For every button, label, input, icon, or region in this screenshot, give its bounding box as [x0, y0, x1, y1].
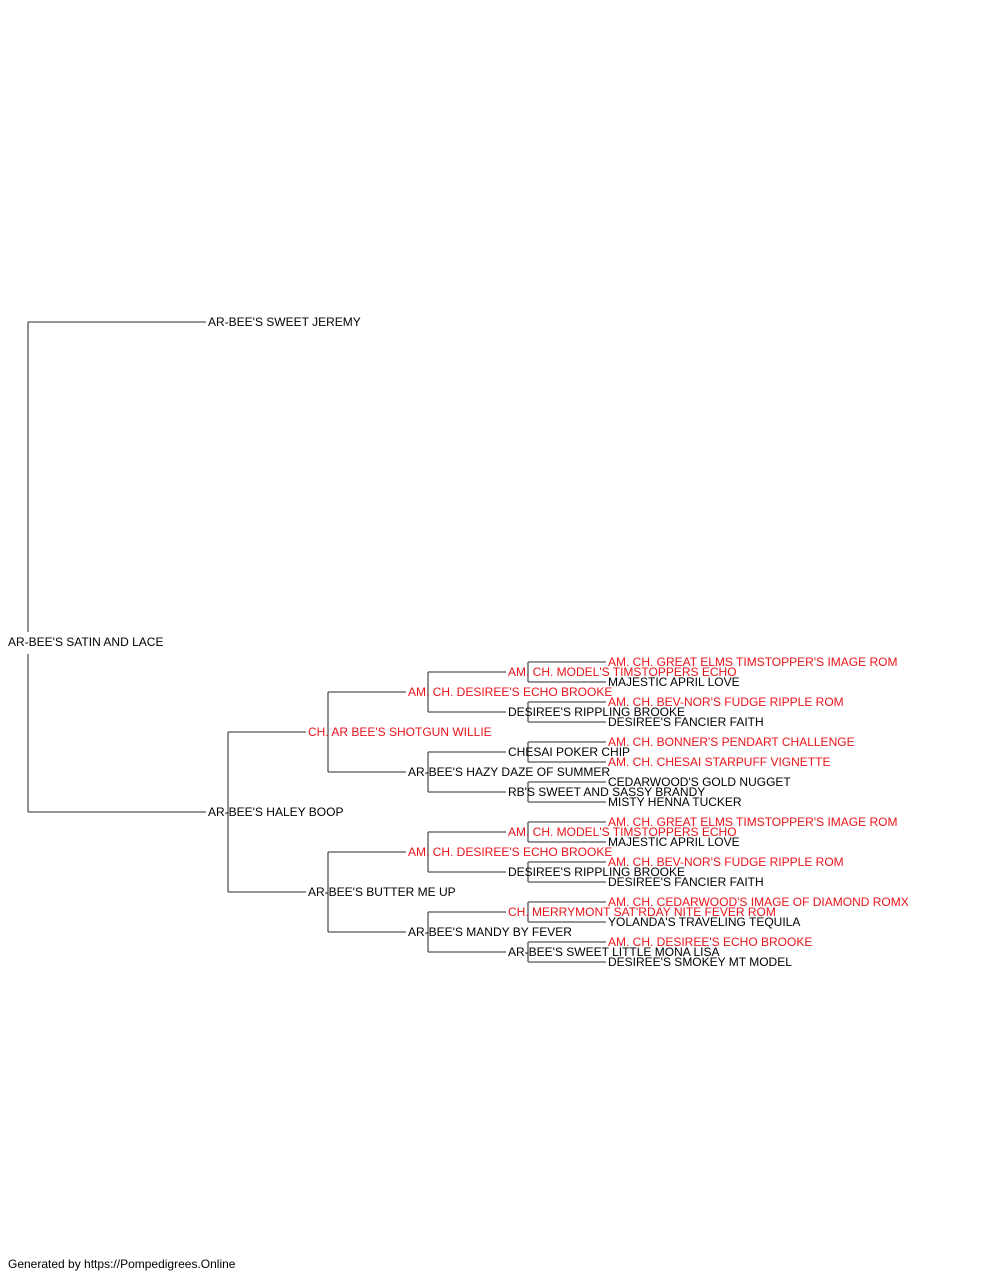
dam-dam-sire-sire-dam-label: MAJESTIC APRIL LOVE: [608, 835, 740, 849]
dam-dam-dam-sire-dam-label: YOLANDA'S TRAVELING TEQUILA: [608, 915, 800, 929]
dam-dam-dam-dam-label: AR-BEE'S SWEET LITTLE MONA LISA: [508, 945, 719, 959]
dam-sire-sire-label: AM. CH. DESIREE'S ECHO BROOKE: [408, 685, 612, 699]
dam-sire-dam-label: AR-BEE'S HAZY DAZE OF SUMMER: [408, 765, 610, 779]
dam-sire-sire-sire-sire-label: AM. CH. GREAT ELMS TIMSTOPPER'S IMAGE RO…: [608, 655, 897, 669]
dam-sire-dam-dam-label: RB'S SWEET AND SASSY BRANDY: [508, 785, 705, 799]
dam-dam-sire-sire-sire-label: AM. CH. GREAT ELMS TIMSTOPPER'S IMAGE RO…: [608, 815, 897, 829]
dam-dam-sire-dam-label: DESIREE'S RIPPLING BROOKE: [508, 865, 685, 879]
pedigree-name-labels: AM. CH. GREAT ELMS TIMSTOPPER'S IMAGE RO…: [8, 315, 909, 969]
pedigree-connector-lines: [27, 321, 606, 963]
dam-sire-dam-dam-sire-label: CEDARWOOD'S GOLD NUGGET: [608, 775, 791, 789]
subject-label: AR-BEE'S SATIN AND LACE: [8, 635, 163, 649]
dam-sire-sire-sire-dam-label: MAJESTIC APRIL LOVE: [608, 675, 740, 689]
dam-dam-dam-label: AR-BEE'S MANDY BY FEVER: [408, 925, 572, 939]
dam-dam-dam-dam-dam-label: DESIREE'S SMOKEY MT MODEL: [608, 955, 792, 969]
dam-dam-label: AR-BEE'S BUTTER ME UP: [308, 885, 456, 899]
dam-label: AR-BEE'S HALEY BOOP: [208, 805, 343, 819]
generated-by-footer: Generated by https://Pompedigrees.Online: [8, 1257, 236, 1271]
dam-sire-sire-sire-label: AM. CH. MODEL'S TIMSTOPPERS ECHO: [508, 665, 737, 679]
dam-dam-sire-dam-dam-label: DESIREE'S FANCIER FAITH: [608, 875, 764, 889]
dam-dam-sire-sire-label: AM. CH. MODEL'S TIMSTOPPERS ECHO: [508, 825, 737, 839]
dam-dam-sire-dam-sire-label: AM. CH. BEV-NOR'S FUDGE RIPPLE ROM: [608, 855, 844, 869]
dam-sire-dam-sire-label: CHESAI POKER CHIP: [508, 745, 630, 759]
dam-sire-sire-dam-sire-label: AM. CH. BEV-NOR'S FUDGE RIPPLE ROM: [608, 695, 844, 709]
dam-dam-dam-sire-label: CH. MERRYMONT SAT'RDAY NITE FEVER ROM: [508, 905, 776, 919]
dam-dam-dam-dam-sire-label: AM. CH. DESIREE'S ECHO BROOKE: [608, 935, 812, 949]
dam-sire-dam-dam-dam-label: MISTY HENNA TUCKER: [608, 795, 742, 809]
sire-label: AR-BEE'S SWEET JEREMY: [208, 315, 361, 329]
dam-dam-sire-label: AM. CH. DESIREE'S ECHO BROOKE: [408, 845, 612, 859]
dam-sire-label: CH. AR BEE'S SHOTGUN WILLIE: [308, 725, 492, 739]
dam-dam-dam-sire-sire-label: AM. CH. CEDARWOOD'S IMAGE OF DIAMOND ROM…: [608, 895, 909, 909]
dam-sire-sire-dam-dam-label: DESIREE'S FANCIER FAITH: [608, 715, 764, 729]
dam-sire-sire-dam-label: DESIREE'S RIPPLING BROOKE: [508, 705, 685, 719]
dam-sire-dam-sire-dam-label: AM. CH. CHESAI STARPUFF VIGNETTE: [608, 755, 830, 769]
dam-sire-dam-sire-sire-label: AM. CH. BONNER'S PENDART CHALLENGE: [608, 735, 855, 749]
